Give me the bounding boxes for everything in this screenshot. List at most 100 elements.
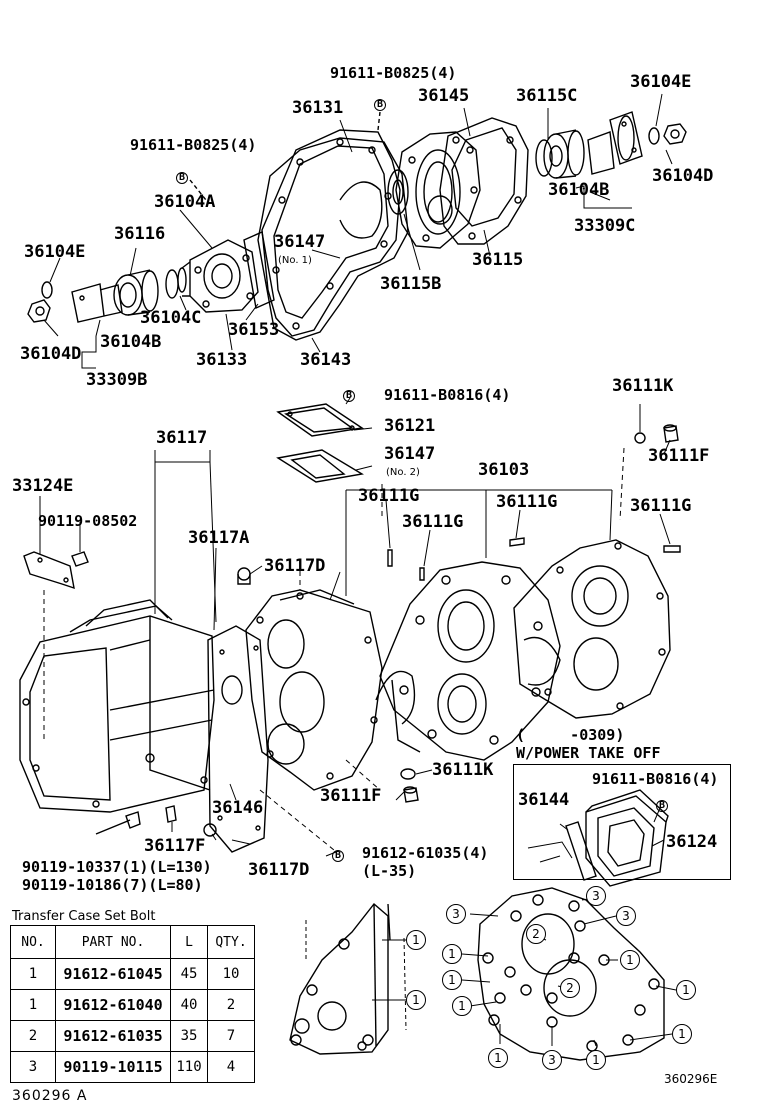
label-36104e-left: 36104E — [24, 242, 86, 262]
label-36111g-3: 36111G — [630, 496, 692, 516]
label-36145: 36145 — [418, 86, 470, 106]
bolt-position-marker: 3 — [542, 1050, 562, 1070]
pto-gasket-36147-no2 — [276, 449, 364, 483]
label-36104c: 36104C — [140, 308, 202, 328]
label-36111g-4: 36111G — [402, 512, 464, 532]
cell-no: 1 — [10, 989, 56, 1021]
label-36115c: 36115C — [516, 86, 578, 106]
label-36124: 36124 — [666, 832, 718, 852]
dowel-pins-36111g — [387, 537, 681, 581]
label-36146: 36146 — [212, 798, 264, 818]
bolt-position-marker: 1 — [586, 1050, 606, 1070]
label-36111f-bottom: 36111F — [320, 786, 382, 806]
bolt-position-marker: 1 — [442, 944, 462, 964]
bolt-position-marker: 3 — [586, 886, 606, 906]
label-36144: 36144 — [518, 790, 570, 810]
label-36117d-top: 36117D — [264, 556, 326, 576]
front-bearing-36116 — [113, 269, 159, 316]
dowel-36117f — [165, 805, 177, 823]
label-no2: (No. 2) — [386, 467, 420, 478]
label-36104b-right: 36104B — [548, 180, 610, 200]
extension-housing-36131 — [261, 129, 401, 337]
pto-cover-36124 — [585, 789, 669, 887]
bolt-marker-b-3: B — [343, 390, 355, 402]
rear-case-36145 — [395, 131, 481, 249]
cell-part-no: 90119-10115 — [55, 1051, 171, 1083]
label-91611-b0816-mid: 91611-B0816(4) — [384, 386, 511, 404]
bolt-90119-08502 — [71, 551, 89, 567]
bolt-table-header: NO. PART NO. L QTY. — [10, 925, 255, 959]
bolt-position-left-case — [289, 902, 391, 1055]
figure-code-left: 360296 A — [12, 1088, 88, 1104]
bolt-marker-b-2: B — [176, 172, 188, 184]
label-36104b-left: 36104B — [100, 332, 162, 352]
label-pto-title: W/POWER TAKE OFF — [516, 744, 661, 762]
label-36104a: 36104A — [154, 192, 216, 212]
label-36103: 36103 — [478, 460, 530, 480]
label-36111f-top: 36111F — [648, 446, 710, 466]
plug-36111k-top — [634, 432, 646, 444]
label-90119-08502: 90119-08502 — [38, 512, 138, 530]
label-33124e: 33124E — [12, 476, 74, 496]
spacer-36115b — [387, 169, 409, 215]
label-36131: 36131 — [292, 98, 344, 118]
bolt-table-title: Transfer Case Set Bolt — [12, 909, 156, 924]
cell-qty: 2 — [207, 989, 255, 1021]
bolt-position-marker: 1 — [406, 990, 426, 1010]
label-36116: 36116 — [114, 224, 166, 244]
label-no1: (No. 1) — [278, 255, 312, 266]
label-36115b: 36115B — [380, 274, 442, 294]
cell-qty: 4 — [207, 1051, 255, 1083]
plug-36111k-bottom — [400, 768, 416, 780]
adapter-36146 — [245, 589, 383, 791]
bolt-position-marker: 1 — [442, 970, 462, 990]
label-pto-range: ( -0309) — [516, 726, 625, 744]
cell-l: 35 — [170, 1020, 208, 1052]
cell-l: 110 — [170, 1051, 208, 1083]
header-part-no: PART NO. — [55, 925, 171, 959]
label-91611-b0825-top: 91611-B0825(4) — [330, 64, 457, 82]
label-36117: 36117 — [156, 428, 208, 448]
label-36104e-top: 36104E — [630, 72, 692, 92]
label-36143: 36143 — [300, 350, 352, 370]
spacer-36104c — [165, 267, 187, 299]
bolt-position-marker: 1 — [406, 930, 426, 950]
table-row: 1 91612-61040 40 2 — [10, 989, 255, 1021]
table-row: 2 91612-61035 35 7 — [10, 1020, 255, 1052]
bolt-marker-b: B — [374, 99, 386, 111]
plug-36111f-bottom — [403, 786, 419, 803]
cell-no: 1 — [10, 958, 56, 990]
label-91611-b0816-pto: 91611-B0816(4) — [592, 770, 719, 788]
cell-l: 40 — [170, 989, 208, 1021]
rear-retainer-36133 — [181, 239, 259, 313]
header-qty: QTY. — [207, 925, 255, 959]
pto-cover-36121 — [276, 403, 364, 437]
cell-part-no: 91612-61040 — [55, 989, 171, 1021]
seal-36104e-rear — [648, 127, 660, 145]
label-36104d-right: 36104D — [652, 166, 714, 186]
cover-36117a — [207, 625, 269, 853]
label-36104d-left: 36104D — [20, 344, 82, 364]
gasket-36147-no1 — [257, 137, 409, 341]
rear-housing-36115 — [427, 117, 529, 245]
cell-l: 45 — [170, 958, 208, 990]
bolt-position-right-case — [477, 887, 665, 1061]
bolt-position-marker: 1 — [488, 1048, 508, 1068]
bolt-position-marker: 2 — [526, 924, 546, 944]
bolt-table: NO. PART NO. L QTY. 1 91612-61045 45 10 … — [10, 925, 255, 1083]
label-36117d-bottom: 36117D — [248, 860, 310, 880]
label-l35: (L-35) — [362, 862, 417, 880]
table-row: 1 91612-61045 45 10 — [10, 958, 255, 990]
label-91611-b0825-left: 91611-B0825(4) — [130, 136, 257, 154]
bolt-36117d-top — [237, 567, 251, 585]
pto-inset-frame — [513, 764, 731, 880]
rear-case-section — [513, 539, 671, 719]
bolt-position-marker: 2 — [560, 978, 580, 998]
label-36133: 36133 — [196, 350, 248, 370]
label-36111g-2: 36111G — [496, 492, 558, 512]
front-nut-36104d — [27, 299, 51, 323]
label-36117a: 36117A — [188, 528, 250, 548]
gasket-36153 — [243, 230, 275, 310]
front-seal-36104e — [41, 281, 53, 299]
